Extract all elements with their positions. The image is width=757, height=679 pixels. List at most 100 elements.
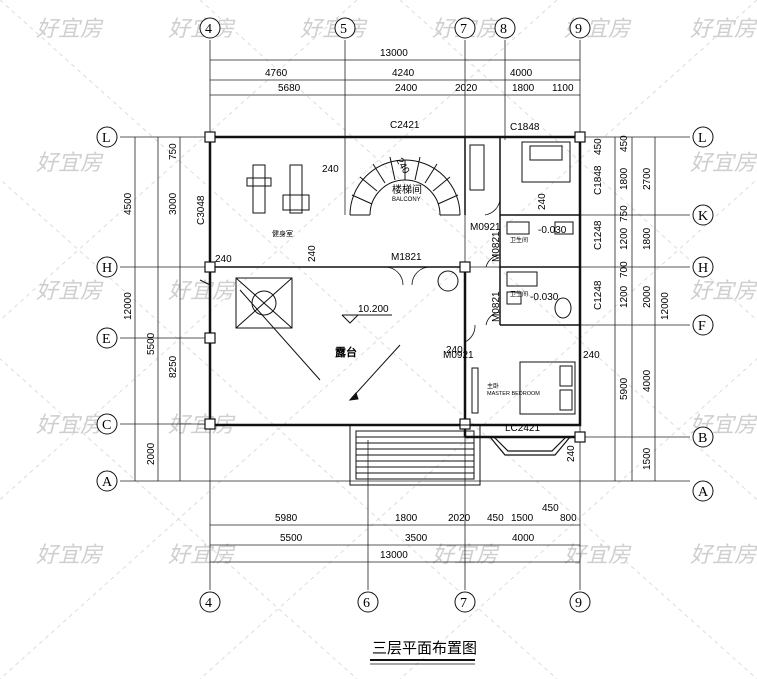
dimension-label: 450 <box>593 138 604 155</box>
dimension-label: 4760 <box>265 68 288 79</box>
terrace-label: 露台 <box>335 345 357 359</box>
axis-bubbles-bottom: 4 6 7 9 <box>199 591 591 613</box>
dimension-label: 2700 <box>642 167 653 190</box>
top-dimensions: 13000 4760 4240 4000 5680 2400 2020 1800… <box>265 48 574 94</box>
dimension-label: 800 <box>560 513 577 524</box>
wall-thickness-label: 240 <box>393 156 411 176</box>
window-label: C2421 <box>390 120 420 131</box>
dimension-label: 5500 <box>146 332 157 355</box>
dimension-label: 450 <box>619 135 630 152</box>
axis-bubble <box>692 204 714 226</box>
axis-bubbles-right: L K H F B A <box>692 126 714 502</box>
window-label: C1848 <box>510 122 540 133</box>
left-dimensions: 4500 12000 5500 2000 750 3000 C3048 8250 <box>123 143 207 465</box>
axis-label: B <box>698 431 707 446</box>
dimension-label: 4000 <box>512 533 535 544</box>
axis-bubble <box>96 470 118 492</box>
axis-label: 7 <box>460 22 467 37</box>
dimension-label: 750 <box>619 205 630 222</box>
axis-label: 6 <box>363 596 370 611</box>
elevation-label: -0.030 <box>530 292 559 303</box>
axis-bubble <box>334 17 356 39</box>
axis-label: 8 <box>500 22 507 37</box>
axis-label: C <box>102 418 111 433</box>
dimension-label: 4500 <box>123 192 134 215</box>
master-bed <box>471 361 576 415</box>
dimension-label: 2000 <box>146 442 157 465</box>
dimension-label: 450 <box>542 503 559 514</box>
dimension-label: 4000 <box>510 68 533 79</box>
dimension-label: 1500 <box>511 513 534 524</box>
dimension-label: 5680 <box>278 83 301 94</box>
dimension-label: 3000 <box>168 192 179 215</box>
watermark-text: 好宜房 <box>690 151 757 176</box>
watermark-text: 好宜房 <box>36 413 104 438</box>
door-label: M0821 <box>491 231 502 262</box>
plan-labels: C2421 C1848 M1821 M0921 M0921 10.200 -0.… <box>215 120 600 462</box>
axis-bubble <box>569 591 591 613</box>
watermark-text: 好宜房 <box>690 17 757 42</box>
axis-label: 9 <box>575 22 582 37</box>
dimension-label: 1200 <box>619 285 630 308</box>
gym-label: 健身室 <box>272 229 293 238</box>
axis-bubble <box>199 591 221 613</box>
wall-thickness-label: 240 <box>307 245 318 262</box>
bedroom-bed <box>469 141 571 191</box>
terrace-furniture <box>199 270 459 329</box>
door-swings <box>384 199 501 343</box>
axis-label: L <box>102 131 111 146</box>
dimension-label: 5500 <box>280 533 303 544</box>
axis-bubble <box>692 256 714 278</box>
bottom-dimensions: 5980 1800 2020 450 1500 450 800 5500 350… <box>275 503 577 561</box>
dimension-lines <box>134 59 656 563</box>
dimension-label: C3048 <box>196 195 207 225</box>
spiral-staircase <box>349 156 461 216</box>
watermark-text: 好宜房 <box>168 279 236 304</box>
dimension-label: 13000 <box>380 550 408 561</box>
dimension-label: 13000 <box>380 48 408 59</box>
axis-bubble <box>692 426 714 448</box>
dimension-label: 5900 <box>619 377 630 400</box>
columns <box>204 131 586 443</box>
axis-bubble <box>569 17 591 39</box>
axis-bubbles-top: 4 5 7 8 9 <box>199 17 591 39</box>
axis-label: 9 <box>575 596 582 611</box>
dimension-label: 700 <box>619 261 630 278</box>
watermark-text: 好宜房 <box>432 543 500 568</box>
axis-bubble <box>96 256 118 278</box>
axis-label: 4 <box>205 22 212 37</box>
door-label: M0921 <box>443 350 474 361</box>
wall-thickness-label: 240 <box>583 350 600 361</box>
bathroom-fixtures <box>506 221 574 319</box>
door-label: M1821 <box>391 252 422 263</box>
axis-bubble <box>357 591 379 613</box>
axis-label: L <box>698 131 707 146</box>
door-label: M0921 <box>470 222 501 233</box>
dimension-label: 12000 <box>660 292 671 320</box>
dimension-label: C1248 <box>593 220 604 250</box>
axis-label: K <box>698 209 708 224</box>
dimension-label: 450 <box>487 513 504 524</box>
dimension-label: 1800 <box>642 227 653 250</box>
master-bedroom-en-label: MASTER BEDROOM <box>487 391 540 397</box>
axis-bubble <box>454 17 476 39</box>
axis-bubble <box>96 327 118 349</box>
watermark-text: 好宜房 <box>690 279 757 304</box>
right-dimensions: 450 450 1800 C1848 750 1200 C1248 700 12… <box>593 135 671 470</box>
axis-bubble <box>692 314 714 336</box>
axis-bubble <box>96 126 118 148</box>
axis-bubble <box>692 480 714 502</box>
axis-bubble <box>454 591 476 613</box>
master-bedroom-label: 主卧 <box>487 382 499 390</box>
dimension-label: 2000 <box>642 285 653 308</box>
axis-bubble <box>692 126 714 148</box>
terrace-arrows <box>239 289 401 401</box>
drawing-title: 三层平面布置图 <box>372 639 477 657</box>
dimension-label: 1500 <box>642 447 653 470</box>
elevation-marker <box>341 314 392 324</box>
wall-thickness-label: 240 <box>566 445 577 462</box>
watermark-text: 好宜房 <box>36 151 104 176</box>
